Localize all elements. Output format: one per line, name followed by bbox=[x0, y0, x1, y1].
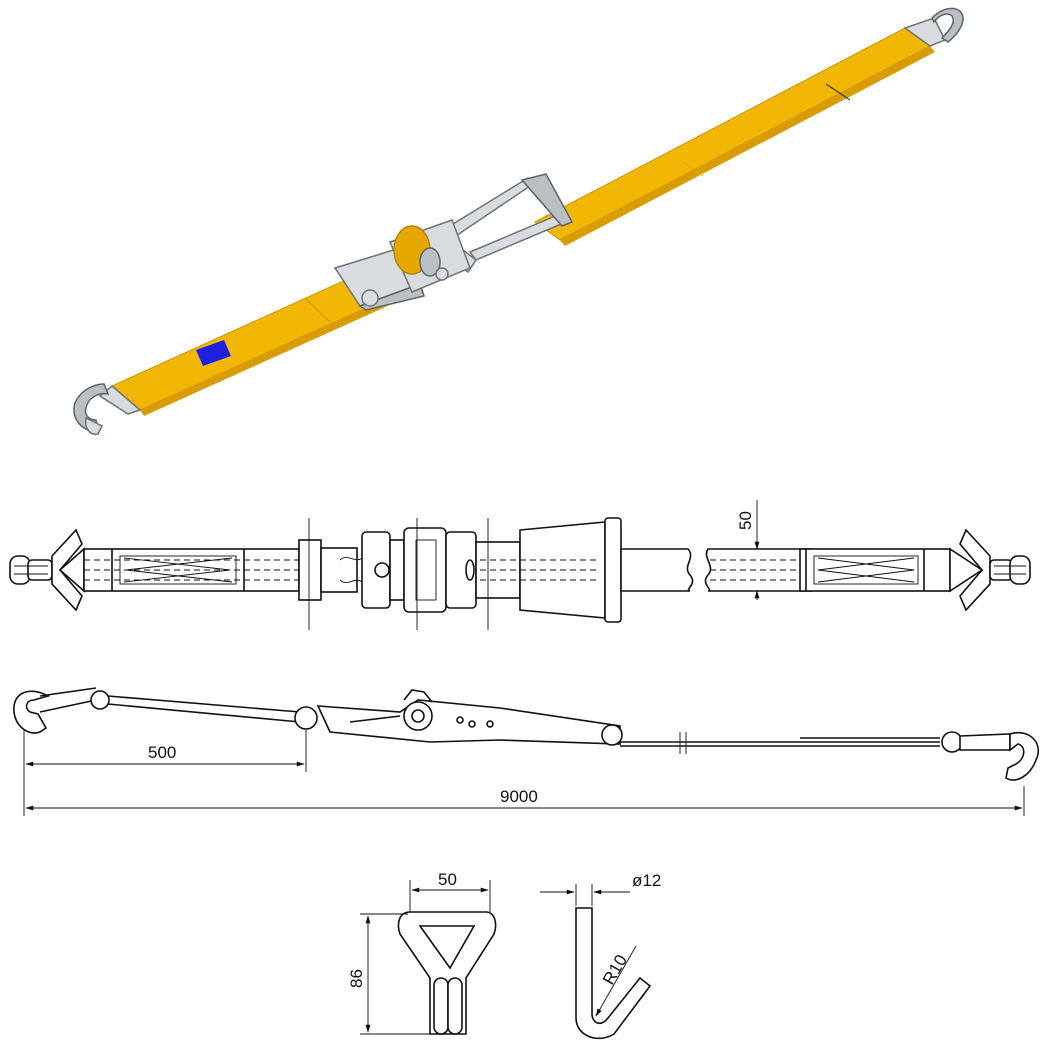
dim-hook-offset: 500 bbox=[23, 730, 307, 816]
side-elevation-view: 500 9000 bbox=[13, 687, 1039, 816]
dim-label-hook-offset: 500 bbox=[148, 743, 176, 762]
top-view-left-hook bbox=[9, 528, 85, 612]
strap-label-tag bbox=[196, 340, 231, 366]
top-view-ratchet bbox=[298, 517, 622, 630]
hook-bottom-left bbox=[73, 383, 142, 436]
dim-label-webbing-width: 50 bbox=[736, 511, 755, 530]
isometric-strap-view bbox=[73, 7, 964, 436]
dim-label-rod-diameter: ø12 bbox=[632, 871, 661, 890]
top-view-webbing-right bbox=[799, 548, 951, 592]
side-view-left-hook bbox=[13, 690, 51, 734]
dim-overall-length: 9000 bbox=[25, 786, 1025, 816]
hook-top-right bbox=[903, 7, 964, 47]
dim-label-hook-height: 86 bbox=[347, 969, 366, 988]
dim-label-bend-radius: R10 bbox=[599, 951, 631, 988]
dim-label-overall-length: 9000 bbox=[500, 787, 538, 806]
hook-front-outline bbox=[397, 911, 497, 1035]
hook-detail-front-view: 50 86 bbox=[347, 870, 497, 1035]
ratchet-body bbox=[333, 219, 471, 311]
side-view-right-hook bbox=[1005, 731, 1039, 781]
hook-detail-side-view: ø12 R10 bbox=[540, 871, 661, 1040]
top-view-right-hook bbox=[949, 528, 1031, 612]
hook-side-outline bbox=[575, 907, 652, 1040]
dim-webbing-width: 50 bbox=[736, 500, 760, 600]
top-view-webbing-break bbox=[620, 548, 694, 592]
dim-label-hook-width: 50 bbox=[438, 870, 457, 889]
webbing-long-section bbox=[534, 27, 931, 241]
top-plan-view: 50 bbox=[9, 500, 1031, 630]
